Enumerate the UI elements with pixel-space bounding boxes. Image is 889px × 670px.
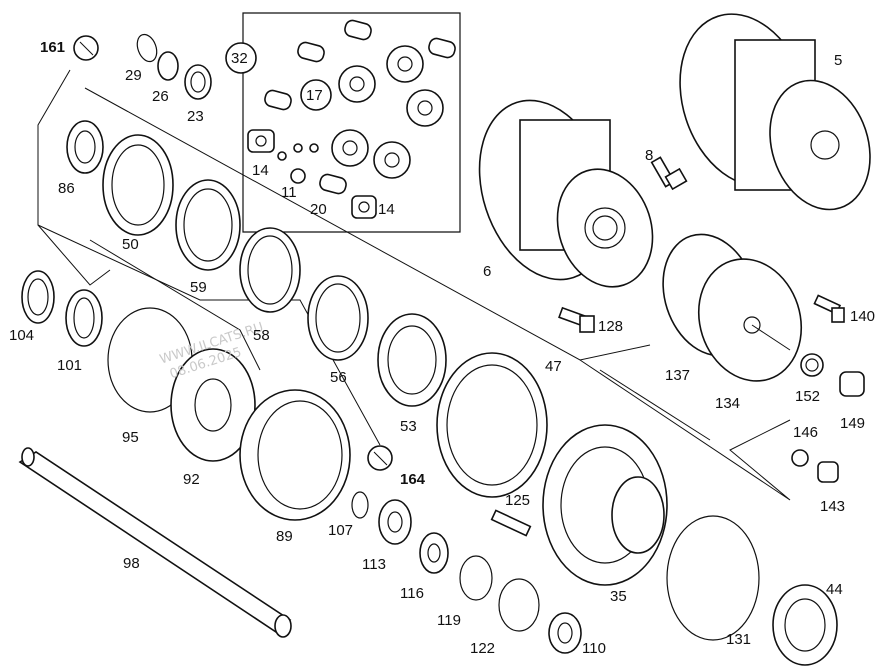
housing-part-5 xyxy=(679,13,871,211)
callout-circle-32 xyxy=(225,42,257,74)
drum-part-47 xyxy=(436,352,548,498)
label-32: 32 xyxy=(231,50,248,67)
label-89: 89 xyxy=(276,528,293,545)
ring-part-119 xyxy=(459,555,493,601)
seal-part-44 xyxy=(772,584,838,666)
label-143: 143 xyxy=(820,498,845,515)
seal-part-86 xyxy=(66,120,104,174)
label-122: 122 xyxy=(470,640,495,657)
label-29: 29 xyxy=(125,67,142,84)
label-56: 56 xyxy=(330,369,347,386)
sleeve-part-59 xyxy=(175,179,241,271)
label-113: 113 xyxy=(362,556,386,573)
label-26: 26 xyxy=(152,88,169,105)
bolt-part-128 xyxy=(558,306,595,333)
label-146: 146 xyxy=(793,424,818,441)
shaft-part-98 xyxy=(18,447,292,638)
label-53: 53 xyxy=(400,418,417,435)
label-59: 59 xyxy=(190,279,207,296)
wrench-icon-161 xyxy=(73,35,99,61)
ring-part-122 xyxy=(498,578,540,632)
label-116: 116 xyxy=(400,585,424,602)
snap-ring-part-107 xyxy=(351,491,369,519)
label-35: 35 xyxy=(610,588,627,605)
label-119: 119 xyxy=(437,612,461,629)
washer-part-146 xyxy=(791,449,809,467)
label-140: 140 xyxy=(850,308,875,325)
label-125: 125 xyxy=(505,492,530,509)
ring-gear-part-50 xyxy=(102,134,174,236)
label-164: 164 xyxy=(400,471,426,488)
label-149: 149 xyxy=(840,415,865,432)
bushing-part-23 xyxy=(184,64,212,100)
label-137: 137 xyxy=(665,367,690,384)
label-134: 134 xyxy=(715,395,740,412)
bolt-part-8 xyxy=(650,156,688,191)
label-44: 44 xyxy=(826,581,843,598)
label-11: 11 xyxy=(281,184,297,201)
label-8: 8 xyxy=(645,147,653,164)
label-23: 23 xyxy=(187,108,204,125)
small-parts-inset-box xyxy=(225,12,461,233)
sleeve-part-58 xyxy=(239,227,301,313)
label-20: 20 xyxy=(310,201,327,218)
label-128: 128 xyxy=(598,318,623,335)
plug-part-143 xyxy=(817,461,839,483)
label-6: 6 xyxy=(483,263,491,280)
label-14a: 14 xyxy=(252,162,269,179)
label-101: 101 xyxy=(57,357,82,374)
label-47: 47 xyxy=(545,358,562,375)
sleeve-part-56 xyxy=(307,275,369,361)
bolt-part-140 xyxy=(813,294,845,323)
cover-parts-137-134 xyxy=(662,233,803,382)
label-50: 50 xyxy=(122,236,139,253)
part-labels: 161 29 26 23 86 50 59 58 56 53 47 104 10… xyxy=(9,39,875,657)
ring-part-101 xyxy=(65,289,103,347)
seal-part-152 xyxy=(800,353,824,377)
wrench-icon-164 xyxy=(367,445,393,471)
label-98: 98 xyxy=(123,555,140,572)
label-86: 86 xyxy=(58,180,75,197)
internal-ring-gear-part-89 xyxy=(239,389,351,521)
carrier-part-92 xyxy=(170,348,256,462)
label-161: 161 xyxy=(40,39,65,56)
label-17: 17 xyxy=(306,87,323,104)
label-131: 131 xyxy=(726,631,751,648)
lock-plate-part-110 xyxy=(548,612,582,654)
inset-gears xyxy=(331,45,444,179)
ring-part-104 xyxy=(21,270,55,324)
gear-part-113 xyxy=(378,499,412,545)
snap-ring-part-29 xyxy=(136,33,158,63)
bolt-part-125 xyxy=(490,509,532,537)
label-5: 5 xyxy=(834,52,842,69)
label-95: 95 xyxy=(122,429,139,446)
label-107: 107 xyxy=(328,522,353,539)
label-152: 152 xyxy=(795,388,820,405)
callout-circle-17 xyxy=(300,79,332,111)
label-14b: 14 xyxy=(378,201,395,218)
ring-part-131 xyxy=(666,515,760,641)
plug-part-149 xyxy=(839,371,865,397)
label-92: 92 xyxy=(183,471,200,488)
label-110: 110 xyxy=(582,640,606,657)
pin-set xyxy=(264,19,456,195)
label-58: 58 xyxy=(253,327,270,344)
ring-part-26 xyxy=(157,51,179,81)
differential-housing-part-6 xyxy=(478,99,654,288)
washer-part-116 xyxy=(419,532,449,574)
label-104: 104 xyxy=(9,327,34,344)
